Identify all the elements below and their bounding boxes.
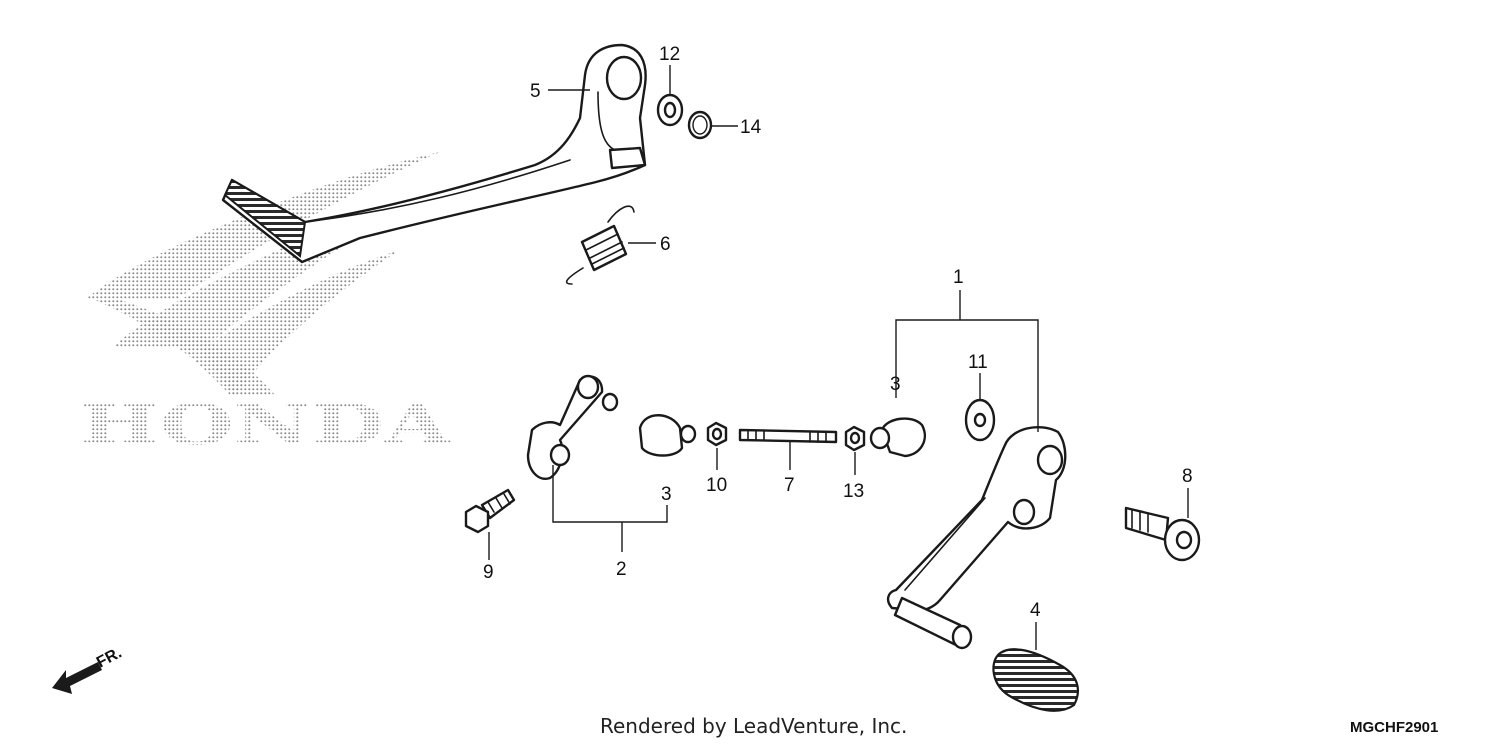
tie-rod — [738, 428, 838, 444]
snap-ring-14 — [687, 110, 713, 140]
joint-3-left — [638, 414, 697, 457]
pedal-rubber — [992, 648, 1079, 712]
nut-13 — [844, 425, 866, 452]
pivot-bolt-8 — [1124, 506, 1201, 562]
joint-3-right — [869, 417, 927, 458]
callout-8: 8 — [1182, 466, 1193, 487]
brake-pedal — [221, 43, 647, 264]
leader-lines — [488, 65, 1189, 650]
diagram-code: MGCHF2901 — [1350, 719, 1438, 736]
callout-6: 6 — [660, 234, 671, 255]
nut-10 — [706, 421, 728, 447]
washer-12 — [656, 93, 684, 127]
return-spring — [565, 205, 635, 285]
callout-4: 4 — [1030, 600, 1041, 621]
gearshift-pedal — [886, 425, 1067, 650]
callout-1: 1 — [953, 267, 964, 288]
callout-12: 12 — [659, 44, 680, 65]
callout-3-right: 3 — [890, 374, 901, 395]
bolt-9 — [464, 488, 516, 534]
shift-arm — [526, 374, 619, 480]
washer-11 — [964, 398, 996, 442]
callout-14: 14 — [740, 117, 762, 138]
callout-7: 7 — [784, 475, 795, 496]
callout-11: 11 — [968, 352, 988, 373]
honda-wing-logo-icon — [85, 152, 440, 395]
callout-3-left: 3 — [661, 484, 672, 505]
callout-2: 2 — [616, 559, 627, 580]
callout-5: 5 — [530, 81, 541, 102]
callout-13: 13 — [843, 481, 864, 502]
honda-watermark: HONDA — [80, 392, 452, 458]
callout-9: 9 — [483, 562, 494, 583]
render-credit: Rendered by LeadVenture, Inc. — [600, 714, 907, 738]
callout-10: 10 — [706, 475, 727, 496]
front-arrow-icon: FR. — [52, 644, 125, 694]
